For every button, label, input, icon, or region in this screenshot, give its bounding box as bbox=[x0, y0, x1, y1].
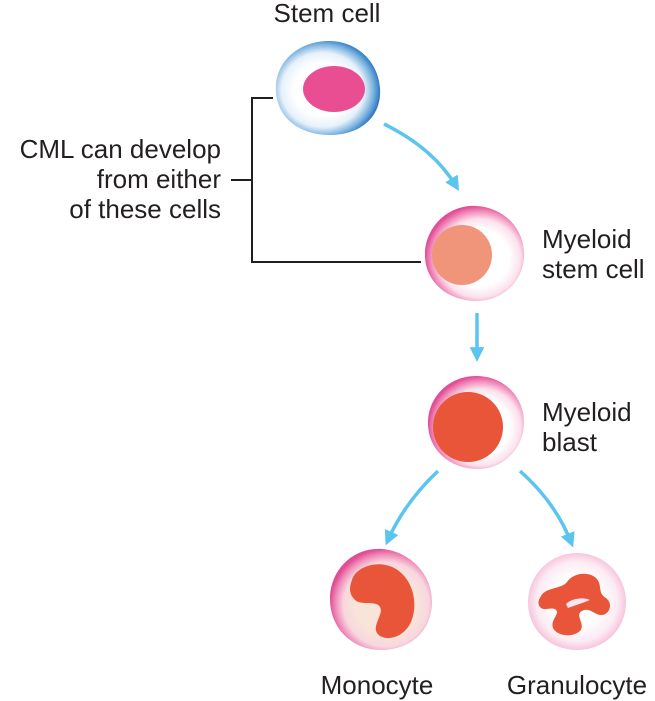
myeloid-stem-cell-label-line2: stem cell bbox=[542, 254, 645, 284]
myeloid-stem-cell-nucleus bbox=[432, 225, 492, 285]
cml-note-line3: of these cells bbox=[69, 194, 221, 224]
stem-cell-nucleus bbox=[303, 66, 365, 112]
granulocyte bbox=[528, 553, 626, 650]
stem-cell bbox=[275, 40, 381, 136]
arrow-stem-to-myeloid-stem bbox=[383, 122, 460, 192]
myeloid-stem-cell bbox=[424, 205, 525, 302]
monocyte-label: Monocyte bbox=[321, 670, 434, 700]
granulocyte-label: Granulocyte bbox=[507, 670, 647, 700]
monocyte bbox=[330, 548, 433, 650]
cml-note-line2: from either bbox=[97, 164, 222, 194]
stem-cell-label: Stem cell bbox=[274, 0, 381, 28]
monocyte-nucleus bbox=[350, 564, 415, 639]
granulocyte-nucleus-lobe-gap bbox=[566, 598, 590, 608]
myeloid-blast-nucleus bbox=[433, 392, 503, 462]
myeloid-blast-label-line1: Myeloid bbox=[542, 397, 632, 427]
cml-note-line1: CML can develop bbox=[20, 134, 221, 164]
arrow-blast-to-monocyte bbox=[384, 469, 440, 546]
myeloid-blast-label-line2: blast bbox=[542, 427, 598, 457]
myeloid-blast bbox=[427, 375, 525, 470]
arrow-blast-to-granulocyte bbox=[518, 469, 575, 548]
myeloid-stem-cell-label-line1: Myeloid bbox=[542, 224, 632, 254]
